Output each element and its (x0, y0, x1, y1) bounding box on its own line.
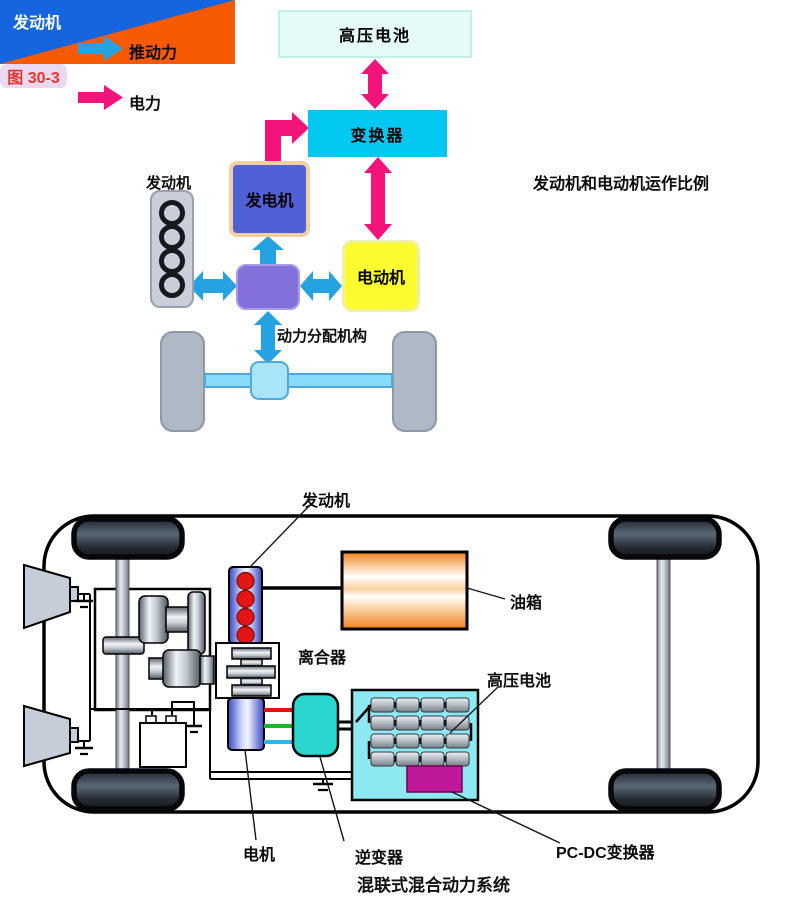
flow-motor-box: 电动机 (342, 240, 420, 312)
flow-differential (250, 361, 289, 400)
flow-wheel-right (392, 331, 437, 432)
aux-battery-terminal-right (165, 715, 177, 724)
ratio-chart-shape (0, 0, 235, 64)
aux-battery-body (139, 722, 187, 768)
pulley-disc-c (162, 649, 202, 688)
wheel-front-left (71, 516, 185, 560)
leader-hv-battery (449, 686, 499, 734)
arrow-splitter-generator (252, 236, 284, 264)
chassis-dcdc-label: PC-DC变换器 (556, 845, 655, 862)
transmission-gears (102, 591, 215, 688)
arrow-converter-motor (364, 157, 392, 240)
aux-battery-terminal-left (145, 715, 157, 724)
leader-engine (249, 505, 310, 568)
leader-dcdc (451, 791, 561, 844)
horn-lower (23, 704, 71, 768)
wheel-front-right (608, 516, 722, 560)
ratio-chart: 发动机 电动机 (0, 0, 788, 891)
clutch-discs (226, 647, 276, 697)
chassis-wiring (78, 586, 356, 784)
legend-drive-arrow-icon (78, 36, 123, 61)
hv-battery-cells (370, 697, 470, 767)
legend-electric-label: 电力 (129, 96, 162, 113)
ratio-chart-title: 发动机和电动机运作比例 (533, 176, 710, 193)
figure-number-badge: 图 30-3 (0, 64, 67, 88)
flow-power-split-box (236, 264, 300, 310)
cylinder-ring-icon (159, 272, 185, 298)
ratio-engine-label: 发动机 (13, 15, 62, 32)
horn-speakers (23, 563, 79, 768)
cylinder-ring-icon (159, 248, 185, 274)
wheel-rear-left (71, 768, 185, 812)
ground-symbols (75, 599, 333, 792)
fuel-tank-block (340, 550, 469, 631)
chassis-fuel-tank-label: 油箱 (510, 595, 543, 612)
ratio-motor-area (0, 0, 235, 64)
phase-wires (264, 708, 293, 744)
figure-caption: 混联式混合动力系统 (357, 876, 510, 895)
dcdc-converter-block (406, 765, 463, 793)
flow-axle (204, 373, 393, 388)
front-axle-shaft (115, 554, 130, 774)
horn-upper-tab (69, 586, 79, 602)
car-body-outline (42, 514, 760, 814)
flow-converter-box: 变换器 (308, 110, 447, 157)
engine-cylinders (236, 571, 255, 645)
chassis-inverter-block (291, 692, 340, 758)
legend-drive-label: 推动力 (129, 45, 178, 62)
arrow-splitter-motor (300, 271, 342, 301)
chassis-motor-block (227, 697, 265, 751)
output-gear (199, 655, 215, 685)
flow-generator-box: 发电机 (229, 161, 310, 237)
leader-lines (244, 505, 561, 844)
horn-upper (23, 563, 71, 630)
aux-battery (139, 715, 187, 768)
arrow-generator-converter (265, 112, 309, 162)
cylinder-ring-icon (159, 200, 185, 226)
flow-power-split-label: 动力分配机构 (277, 328, 368, 345)
horn-lower-tab (69, 727, 79, 743)
pulley-disc-a (138, 595, 169, 644)
flow-engine-icon (150, 190, 194, 308)
chassis-inverter-label: 逆变器 (355, 850, 404, 867)
flow-hv-battery-box: 高压电池 (278, 10, 472, 58)
chassis-hv-battery-label: 高压电池 (487, 673, 552, 690)
arrow-battery-converter (361, 59, 389, 109)
flow-wheel-left (160, 331, 205, 432)
pulley-disc-b (187, 591, 206, 655)
flow-engine-label: 发动机 (146, 175, 192, 192)
leader-fuel-tank (466, 587, 506, 600)
flow-arrows (78, 36, 392, 364)
rear-axle-shaft (656, 554, 671, 774)
hv-battery-cell-connectors (394, 702, 447, 762)
chassis-motor-label: 电机 (243, 847, 276, 864)
leader-inverter (319, 756, 345, 842)
arrow-engine-splitter (189, 271, 237, 301)
wheel-rear-right (608, 768, 722, 812)
axle-collar (102, 636, 145, 655)
arrow-splitter-axle (254, 311, 282, 364)
cylinder-ring-icon (159, 224, 185, 250)
leader-motor (244, 749, 257, 841)
hv-battery-bus-wires (355, 704, 473, 759)
pulley-hub-a (165, 606, 191, 633)
chassis-clutch-label: 离合器 (298, 650, 347, 667)
chassis-engine-label: 发动机 (302, 493, 351, 510)
legend-electric-arrow-icon (78, 85, 123, 110)
